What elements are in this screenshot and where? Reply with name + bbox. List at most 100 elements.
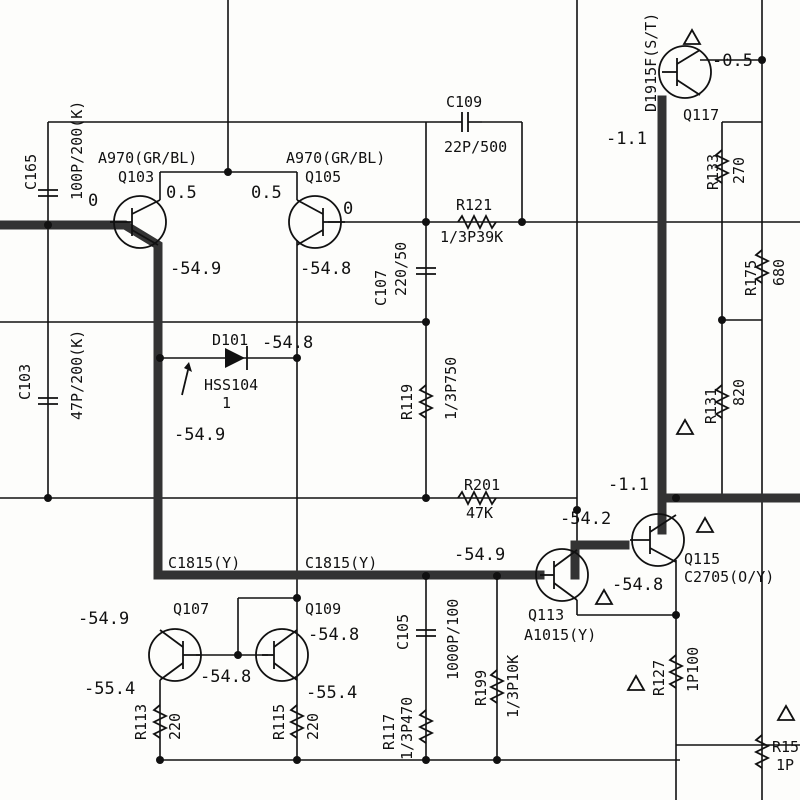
transistor-q117-icon [658, 45, 712, 99]
r133-ref-label: R133 [704, 154, 722, 190]
r127-value-label: 1P100 [684, 647, 702, 692]
r131-ref-label: R131 [702, 388, 720, 424]
c105-value-label: 1000P/100 [444, 599, 462, 680]
transistor-q113-icon [535, 548, 589, 602]
voltage-q113-base: -54.9 [454, 545, 505, 565]
transistor-q115-icon [630, 513, 685, 567]
junction-dots [44, 56, 766, 764]
voltage-q107-collector: -54.9 [78, 609, 129, 629]
transistor-q109-icon [255, 628, 309, 682]
c107-value-label: 220/50 [392, 242, 410, 296]
c165-ref-label: C165 [22, 154, 40, 190]
transistor-q105-icon [288, 195, 345, 249]
r115-ref-label: R115 [270, 704, 288, 740]
voltage-q107-emitter: -55.4 [84, 679, 135, 699]
voltage-d101-cathode: -54.8 [262, 333, 313, 353]
r113-ref-label: R113 [132, 704, 150, 740]
r201-ref-label: R201 [464, 476, 500, 494]
q109-ref-label: Q109 [305, 600, 341, 618]
r121-ref-label: R121 [456, 196, 492, 214]
resistor-r175-icon [753, 249, 771, 284]
q103-type-label: A970(GR/BL) [98, 149, 197, 167]
d101-note-label: 1 [222, 394, 231, 412]
voltage-q115-base: -54.2 [560, 509, 611, 529]
q117-type-label: D1915F(S/T) [642, 13, 660, 112]
voltage-q109-collector: -54.8 [308, 625, 359, 645]
resistor-r131-icon [713, 384, 731, 419]
transistor-q107-icon [148, 628, 202, 682]
resistor-r121-icon [457, 213, 497, 231]
resistor-r113-icon [151, 704, 169, 739]
voltage-q109-emitter: -55.4 [306, 683, 357, 703]
resistor-r15-icon [753, 734, 771, 769]
r201-value-label: 47K [466, 504, 493, 522]
r121-value-label: 1/3P39K [440, 228, 503, 246]
labels: A970(GR/BL) Q103 A970(GR/BL) Q105 C1815(… [16, 13, 799, 774]
q103-ref-label: Q103 [118, 168, 154, 186]
q113-ref-label: Q113 [528, 606, 564, 624]
capacitor-c103-icon [38, 397, 58, 405]
q113-type-label: A1015(Y) [524, 626, 596, 644]
voltage-q115-collector: -1.1 [608, 475, 649, 495]
q115-ref-label: Q115 [684, 550, 720, 568]
resistor-r201-icon [457, 489, 497, 507]
arrow-icon [181, 362, 192, 396]
c165-value-label: 100P/200(K) [68, 101, 86, 200]
r119-ref-label: R119 [398, 384, 416, 420]
capacitor-c165-icon [38, 189, 58, 197]
voltage-q105-emitter: 0.5 [251, 183, 282, 203]
r113-value-label: 220 [166, 713, 184, 740]
q107-ref-label: Q107 [173, 600, 209, 618]
capacitor-c107-icon [416, 267, 436, 275]
q115-type-label: C2705(O/Y) [684, 568, 774, 586]
voltage-q105-base: 0 [343, 199, 353, 219]
r199-value-label: 1/3P10K [504, 655, 522, 718]
r175-value-label: 680 [770, 259, 788, 286]
q109-type-label: C1815(Y) [305, 554, 377, 572]
r175-ref-label: R175 [742, 260, 760, 296]
warning-triangle-icon [594, 28, 796, 721]
q105-ref-label: Q105 [305, 168, 341, 186]
transistor-q103-icon [110, 195, 167, 249]
r115-value-label: 220 [304, 713, 322, 740]
resistor-r115-icon [288, 704, 306, 739]
resistor-r117-icon [417, 709, 435, 744]
capacitor-c109-icon [448, 112, 482, 132]
voltage-d101-anode: -54.9 [174, 425, 225, 445]
capacitor-c105-icon [416, 629, 436, 637]
voltage-q103-emitter: 0.5 [166, 183, 197, 203]
c109-value-label: 22P/500 [444, 138, 507, 156]
diode-d101-icon [225, 346, 248, 370]
voltage-q117-emitter: -0.5 [712, 51, 753, 71]
resistor-r119-icon [417, 384, 435, 419]
r15-value-label: 1P [776, 756, 794, 774]
r117-ref-label: R117 [380, 714, 398, 750]
r119-value-label: 1/3P750 [442, 357, 460, 420]
q107-type-label: C1815(Y) [168, 554, 240, 572]
c105-ref-label: C105 [394, 614, 412, 650]
voltage-q107-base: -54.8 [200, 667, 251, 687]
voltage-q117-base: -1.1 [606, 129, 647, 149]
r199-ref-label: R199 [472, 670, 490, 706]
resistor-r127-icon [667, 654, 685, 689]
resistor-r199-icon [488, 669, 506, 704]
r117-value-label: 1/3P470 [398, 697, 416, 760]
voltage-q103-base: 0 [88, 191, 98, 211]
r127-ref-label: R127 [650, 660, 668, 696]
r15-ref-label: R15 [772, 738, 799, 756]
resistor-r133-icon [713, 149, 731, 184]
d101-type-label: HSS104 [204, 376, 258, 394]
d101-ref-label: D101 [212, 331, 248, 349]
c103-ref-label: C103 [16, 364, 34, 400]
q117-ref-label: Q117 [683, 106, 719, 124]
voltage-q105-collector: -54.8 [300, 259, 351, 279]
c107-ref-label: C107 [372, 270, 390, 306]
c103-value-label: 47P/200(K) [68, 330, 86, 420]
r133-value-label: 270 [730, 157, 748, 184]
q105-type-label: A970(GR/BL) [286, 149, 385, 167]
c109-ref-label: C109 [446, 93, 482, 111]
voltage-q113-emitter: -54.8 [612, 575, 663, 595]
voltage-q103-collector: -54.9 [170, 259, 221, 279]
